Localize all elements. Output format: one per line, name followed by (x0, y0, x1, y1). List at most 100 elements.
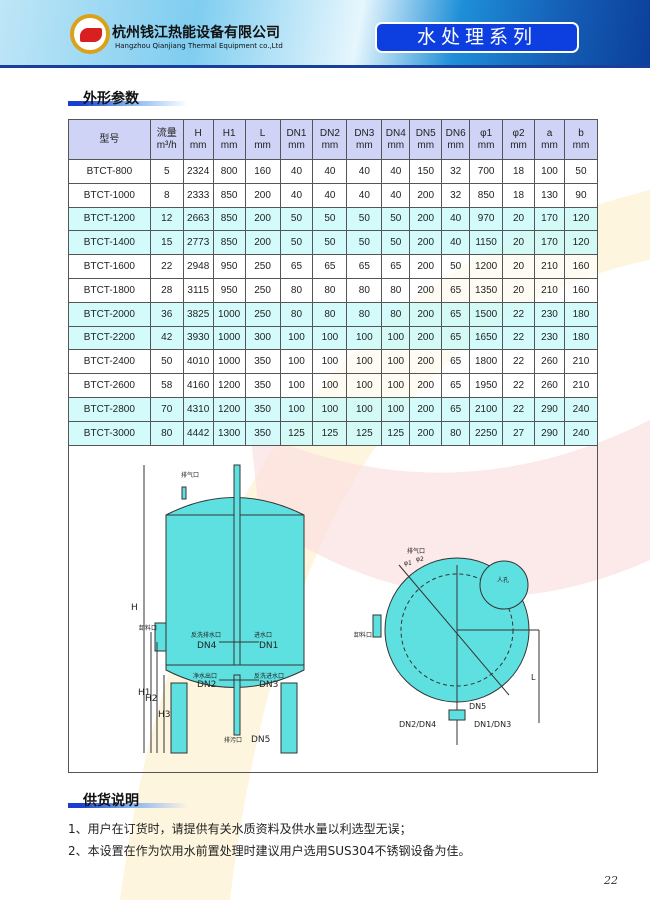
table-cell: 250 (244, 277, 281, 303)
table-cell: 120 (563, 230, 599, 256)
table-cell: 65 (312, 254, 348, 279)
table-cell: 100 (346, 349, 383, 375)
table-cell: 850 (212, 182, 246, 208)
table-cell: 100 (279, 349, 314, 375)
table-cell: 250 (244, 301, 281, 327)
table-cell: 50 (312, 206, 348, 232)
label-top-dn5: DN5 (469, 702, 486, 711)
header-text: mm (447, 139, 464, 151)
table-cell: 150 (409, 159, 443, 184)
page-number: 22 (604, 874, 618, 887)
table-cell: 850 (469, 182, 504, 208)
table-cell: 22 (502, 349, 536, 375)
label-dn2: DN2 (197, 680, 216, 690)
label-vent: 排气口 (181, 471, 199, 479)
company-name-cn: 杭州钱江热能设备有限公司 (112, 25, 280, 41)
label-inlet: 进水口 (254, 631, 272, 639)
table-cell: 160 (563, 254, 599, 279)
table-cell: 5 (149, 159, 184, 184)
table-cell: 170 (534, 230, 565, 256)
table-cell: 65 (441, 396, 471, 422)
company-logo (70, 14, 110, 54)
table-cell: 100 (381, 373, 411, 398)
top-view-drawing (372, 557, 540, 745)
table-cell: 100 (346, 325, 383, 351)
table-cell: 800 (212, 159, 246, 184)
table-cell: 230 (534, 325, 565, 351)
table-cell: 50 (346, 230, 383, 256)
table-cell: 970 (469, 206, 504, 232)
table-cell: 80 (279, 301, 314, 327)
table-cell: 1000 (212, 301, 246, 327)
table-cell: 200 (409, 254, 443, 279)
table-cell: 125 (346, 420, 383, 446)
label-top-discharge: 卸料口 (354, 631, 372, 639)
label-dn4: DN4 (197, 641, 217, 651)
table-cell: 22 (502, 301, 536, 327)
table-cell: 1200 (212, 373, 246, 398)
table-cell: 290 (534, 396, 565, 422)
header-text: DN2 (319, 127, 340, 139)
table-cell: 100 (312, 325, 348, 351)
table-cell: 50 (279, 206, 314, 232)
header-text: φ2 (512, 127, 525, 139)
label-top-vent: 排气口 (407, 547, 425, 555)
table-cell: 125 (381, 420, 411, 446)
table-cell: 170 (534, 206, 565, 232)
header-text: DN5 (415, 127, 436, 139)
table-cell: 100 (346, 373, 383, 398)
table-cell: 300 (244, 325, 281, 351)
label-dn1: DN1 (259, 641, 278, 651)
header-text: b (578, 127, 584, 139)
table-cell: 40 (441, 230, 471, 256)
table-cell: 210 (563, 373, 599, 398)
table-cell: 65 (381, 254, 411, 279)
table-cell: 65 (441, 301, 471, 327)
table-cell: 160 (244, 159, 281, 184)
table-cell: BTCT-1800 (68, 277, 151, 303)
table-cell: 100 (279, 396, 314, 422)
table-cell: 700 (469, 159, 504, 184)
table-cell: 120 (563, 206, 599, 232)
table-cell: BTCT-2200 (68, 325, 151, 351)
header-text: L (259, 127, 266, 139)
label-dn5: DN5 (251, 735, 270, 745)
table-cell: 2773 (182, 230, 214, 256)
note-2: 2、本设置在作为饮用水前置处理时建议用户选用SUS304不锈钢设备为佳。 (68, 844, 471, 858)
label-H2: H2 (145, 694, 158, 704)
table-cell: 20 (502, 254, 536, 279)
table-cell: 50 (441, 254, 471, 279)
table-cell: 160 (563, 277, 599, 303)
table-cell: 1000 (212, 325, 246, 351)
table-cell: 100 (534, 159, 565, 184)
header-text: 流量 (156, 127, 177, 139)
table-cell: 290 (534, 420, 565, 446)
table-cell: 80 (381, 277, 411, 303)
table-cell: 50 (381, 206, 411, 232)
table-cell: 100 (312, 373, 348, 398)
table-cell: 260 (534, 373, 565, 398)
label-drain: 排污口 (224, 736, 242, 744)
table-cell: 260 (534, 349, 565, 375)
table-cell: 200 (409, 206, 443, 232)
table-cell: 100 (312, 396, 348, 422)
table-cell: 40 (381, 159, 411, 184)
header-text: mm (541, 139, 558, 151)
section-title: 外形参数 (83, 91, 139, 107)
label-backwash-in: 反洗进水口 (254, 672, 284, 680)
label-L: L (531, 673, 536, 682)
column-header: 型号 (68, 119, 151, 160)
table-cell: 2324 (182, 159, 214, 184)
table-cell: 950 (212, 254, 246, 279)
